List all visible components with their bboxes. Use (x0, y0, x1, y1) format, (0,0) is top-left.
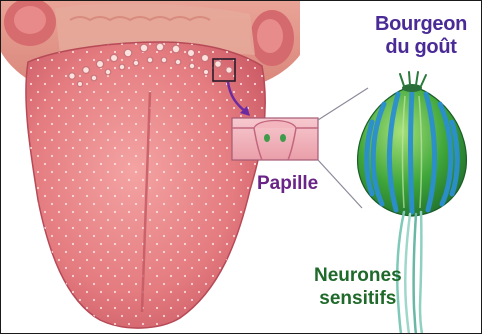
projection-line-top (318, 88, 368, 120)
taste-bud-label: Bourgeon du goût (375, 14, 467, 57)
neurons-label-line1: Neurones (314, 266, 402, 285)
neurons-label-line2: sensitifs (314, 289, 402, 308)
projection-line-bottom (318, 160, 362, 208)
taste-bud-label-line1: Bourgeon (375, 14, 467, 34)
papilla-section (232, 118, 318, 160)
taste-bud (358, 72, 467, 216)
neurons-label: Neurones sensitifs (314, 266, 402, 308)
papilla-label: Papille (257, 174, 318, 193)
taste-bud-label-line2: du goût (375, 37, 467, 57)
